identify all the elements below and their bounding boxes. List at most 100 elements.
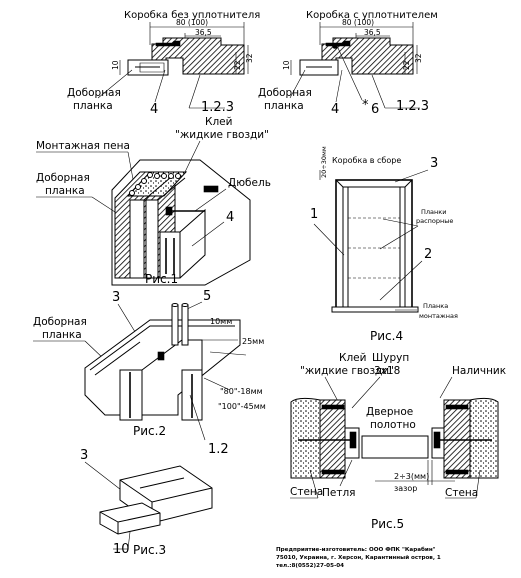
wall-label-right: Стена bbox=[445, 487, 478, 499]
add-on-strip-label-fig1-line1: Доборная bbox=[36, 172, 90, 184]
figure-5-caption: Рис.5 bbox=[371, 517, 404, 531]
dowel-marker bbox=[203, 185, 219, 193]
strip-piece-fig3 bbox=[99, 502, 161, 535]
dim-10-right: 10 bbox=[282, 60, 291, 70]
seal-profile bbox=[332, 43, 338, 49]
dim-22-right: 22 bbox=[402, 60, 411, 70]
wall-label-left: Стена bbox=[290, 486, 323, 498]
dim-32-right: 32 bbox=[414, 53, 423, 63]
foam-bubbles bbox=[129, 172, 181, 196]
strip-fig1-a bbox=[129, 199, 145, 279]
strip-fig2 bbox=[119, 369, 143, 421]
dowel-fig2-a bbox=[171, 304, 179, 346]
part-number-3-fig2: 3 bbox=[112, 290, 120, 305]
casing-label: Наличник bbox=[452, 365, 506, 377]
figure-3-caption: Рис.3 bbox=[133, 543, 166, 557]
glue-label-fig1-line1: Клей bbox=[205, 116, 232, 128]
frame-outline-fig4 bbox=[335, 179, 413, 309]
door-leaf-label-line2: полотно bbox=[370, 419, 416, 431]
figure-4: Коробка в сборе 3 20÷30мм 1 Планки распо… bbox=[310, 146, 458, 343]
glue-label-fig5-line2: "жидкие гвозди" bbox=[300, 365, 394, 377]
section-with-seal-title: Коробка с уплотнителем bbox=[306, 10, 438, 21]
footer-line-2: 75010, Украина, г. Херсон, Карантинный о… bbox=[276, 554, 441, 561]
gap-label: зазор bbox=[394, 484, 417, 493]
dim-22-left: 22 bbox=[233, 60, 242, 70]
add-on-strip-label-left-line2: планка bbox=[73, 100, 113, 112]
mounting-foam-label: Монтажная пена bbox=[36, 140, 130, 152]
figure-1-caption: Рис.1 bbox=[145, 272, 178, 286]
part-number-5-fig2: 5 bbox=[203, 289, 211, 304]
wall-right-fig5 bbox=[469, 397, 499, 479]
figure-1: Монтажная пена Клей "жидкие гвозди" Добо… bbox=[36, 116, 271, 286]
figure-4-caption: Рис.4 bbox=[370, 329, 403, 343]
figure-3: 3 10 Рис.3 bbox=[80, 448, 213, 557]
part-number-123-right: 1.2.3 bbox=[396, 99, 429, 114]
part-number-6: 6 bbox=[371, 102, 379, 117]
frame-fig1 bbox=[159, 231, 181, 279]
part-number-1-fig4: 1 bbox=[310, 207, 318, 222]
glue-label-fig5-line1: Клей bbox=[339, 352, 366, 364]
dim-36-5-right: 36,5 bbox=[364, 28, 381, 37]
part-number-3-fig4: 3 bbox=[430, 156, 438, 171]
figure-5: Клей "жидкие гвозди" Шуруп 3x18 Наличник… bbox=[290, 352, 506, 531]
dim-32-left: 32 bbox=[245, 53, 254, 63]
section-without-seal: Коробка без уплотнителя 80 (100) 36,5 32… bbox=[67, 10, 260, 117]
dim-10mm: 10мм bbox=[210, 317, 232, 326]
add-on-strip-label-fig1-line2: планка bbox=[45, 185, 85, 197]
dim-20-30: 20÷30мм bbox=[320, 146, 328, 178]
add-on-strip-label-fig2-line1: Доборная bbox=[33, 316, 87, 328]
part-number-12-fig2: 1.2 bbox=[208, 442, 229, 457]
add-on-strip-label-fig2-line2: планка bbox=[42, 329, 82, 341]
door-leaf-fig5 bbox=[361, 435, 429, 459]
mounting-bar-label-line1: Планка bbox=[423, 302, 448, 310]
part-number-3-fig3: 3 bbox=[80, 448, 88, 463]
dim-100-45mm: "100"-45мм bbox=[218, 402, 266, 411]
dowel-fig2-b bbox=[181, 304, 189, 346]
dim-36-5-left: 36,5 bbox=[195, 28, 212, 37]
figure-2: 3 5 Доборная планка 10мм 25мм "80"-18мм … bbox=[33, 289, 266, 457]
part-number-4-left: 4 bbox=[150, 102, 158, 117]
wall-left-fig5 bbox=[290, 397, 321, 479]
figure-2-caption: Рис.2 bbox=[133, 424, 166, 438]
hinge-label: Петля bbox=[322, 487, 356, 499]
strip-fig1-b bbox=[145, 199, 159, 279]
screw-label-line1: Шуруп bbox=[372, 352, 409, 364]
manufacturer-footer: Предприятие-изготовитель: ООО ФПК "Караб… bbox=[276, 546, 441, 569]
wall-outline-fig1 bbox=[111, 159, 251, 286]
frame-right-fig5 bbox=[443, 399, 471, 479]
frame-rebate-left bbox=[155, 40, 181, 47]
seal-star: * bbox=[362, 98, 369, 113]
mounting-bar-fig4 bbox=[331, 306, 419, 313]
screw-marker-fig2 bbox=[157, 351, 165, 361]
section-without-seal-title: Коробка без уплотнителя bbox=[124, 10, 260, 21]
spreader-bars-label-line1: Планки bbox=[421, 208, 446, 216]
door-leaf-label-line1: Дверное bbox=[366, 406, 413, 418]
add-on-strip-label-right-line2: планка bbox=[264, 100, 304, 112]
frame-block-fig2 bbox=[84, 319, 241, 416]
dim-10-left: 10 bbox=[111, 60, 120, 70]
frame-inner-fig4 bbox=[342, 186, 406, 308]
footer-line-3: тел.:8(0552)27-05-04 bbox=[276, 563, 344, 569]
screw-label-line2: 3x18 bbox=[374, 365, 400, 377]
dim-80-100-right: 80 (100) bbox=[342, 18, 374, 27]
glue-label-fig1-line2: "жидкие гвозди" bbox=[175, 129, 269, 141]
part-number-10-fig3: 10 bbox=[113, 542, 130, 557]
dim-80-100-left: 80 (100) bbox=[176, 18, 208, 27]
part-number-4-fig1: 4 bbox=[226, 210, 234, 225]
frame-left-fig5 bbox=[319, 399, 346, 479]
dim-25mm: 25мм bbox=[242, 337, 264, 346]
part-number-2-fig4: 2 bbox=[424, 247, 432, 262]
assembled-frame-label: Коробка в сборе bbox=[332, 156, 401, 165]
gap-dim: 2÷3(мм) bbox=[394, 472, 429, 481]
frame-rebate-right bbox=[325, 40, 351, 47]
dim-80-18mm: "80"-18мм bbox=[220, 387, 263, 396]
section-with-seal: Коробка с уплотнителем 80 (100) 36,5 32 … bbox=[258, 10, 438, 117]
add-on-strip-label-left-line1: Доборная bbox=[67, 87, 121, 99]
spreader-bars-label-line2: распорные bbox=[416, 217, 453, 225]
part-number-4-right: 4 bbox=[331, 102, 339, 117]
dowel-label: Дюбель bbox=[228, 177, 271, 189]
add-on-strip-label-right-line1: Доборная bbox=[258, 87, 312, 99]
part-number-123-left: 1.2.3 bbox=[201, 100, 234, 115]
footer-line-1: Предприятие-изготовитель: ООО ФПК "Караб… bbox=[276, 546, 436, 553]
